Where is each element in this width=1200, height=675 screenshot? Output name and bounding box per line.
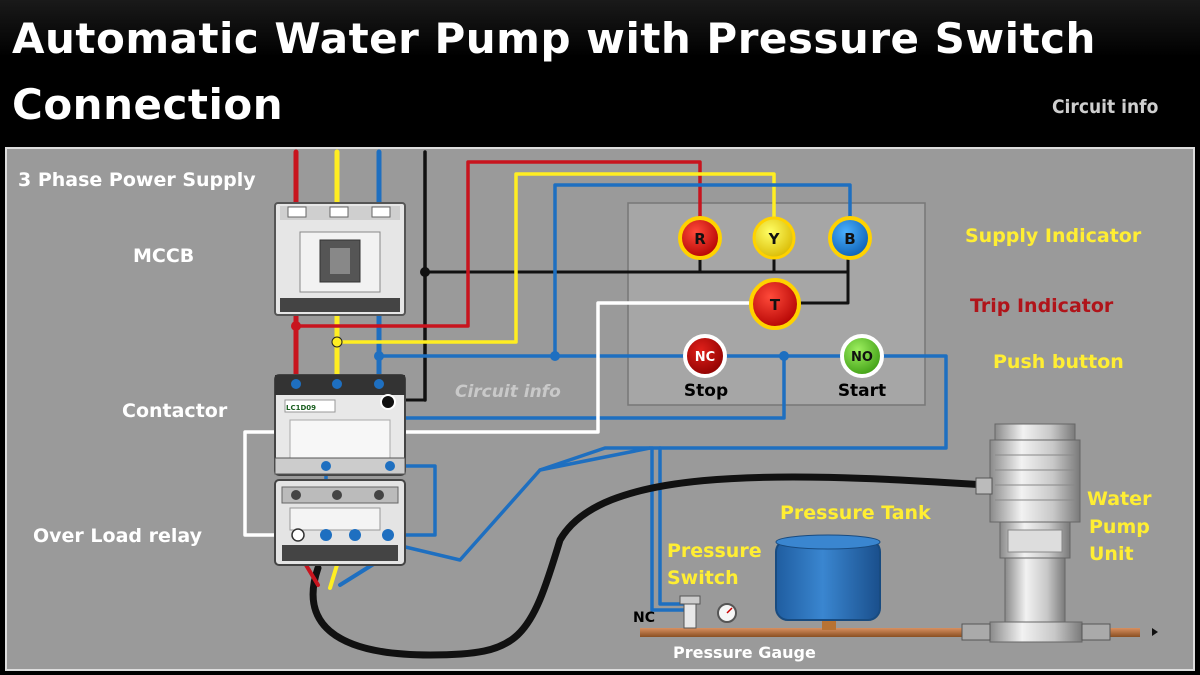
contactor: LC1D09	[274, 374, 406, 476]
flow-arrow-icon	[1152, 628, 1158, 636]
contactor-model: LC1D09	[286, 404, 316, 412]
watermark-top: Circuit info	[1052, 96, 1159, 118]
wiring-diagram: LC1D09 R Y B T	[0, 142, 1200, 675]
label-nc-terminal: NC	[633, 610, 655, 626]
start-button-no-label: NO	[851, 350, 873, 365]
junction-dot	[779, 351, 789, 361]
water-pipe	[640, 628, 1140, 637]
supply-indicators: R Y B	[678, 216, 872, 260]
coil-terminal	[380, 394, 396, 410]
label-water-pump-1: Water	[1087, 488, 1152, 510]
mccb-bottom-terminals	[280, 298, 400, 312]
start-output-wire	[538, 354, 948, 472]
pressure-tank	[775, 534, 881, 630]
ol-terminal	[349, 529, 361, 541]
label-supply-indicator: Supply Indicator	[965, 225, 1142, 247]
ps-wire-1	[650, 446, 692, 612]
junction-dots	[291, 267, 789, 361]
trip-neutral-wire	[798, 270, 850, 305]
contactor-window	[289, 419, 391, 461]
title-line-2: Connection	[12, 80, 284, 129]
pump-top-cap	[994, 423, 1076, 441]
pump-base	[989, 621, 1083, 643]
junction-dot	[331, 336, 343, 348]
label-power-supply: 3 Phase Power Supply	[18, 169, 256, 191]
junction-dot	[550, 351, 560, 361]
ol-to-ps-wire	[353, 446, 652, 562]
mccb	[274, 202, 406, 316]
start-button[interactable]: NO	[840, 334, 884, 378]
b-lamp-wire	[377, 183, 852, 358]
pressure-switch	[679, 595, 701, 629]
diagram-background	[5, 147, 1195, 671]
pump-terminal-box	[975, 477, 993, 495]
junction-dot	[420, 267, 430, 277]
label-push-button: Push button	[993, 351, 1124, 373]
label-overload-relay: Over Load relay	[33, 525, 203, 547]
label-mccb: MCCB	[133, 245, 194, 267]
wires	[243, 149, 989, 659]
indicator-y: Y	[752, 216, 796, 260]
label-pressure-gauge: Pressure Gauge	[673, 643, 816, 662]
label-trip-indicator: Trip Indicator	[970, 295, 1114, 317]
label-water-pump-3: Unit	[1089, 543, 1134, 565]
motor-cable	[309, 473, 989, 659]
stop-label: Stop	[684, 381, 728, 401]
labels: 3 Phase Power Supply MCCB Contactor Over…	[18, 169, 1152, 662]
junction-dot	[374, 351, 384, 361]
trip-indicator-wire	[243, 301, 752, 537]
stop-button[interactable]: NC	[683, 334, 727, 378]
r-lamp-wire	[294, 160, 702, 328]
indicator-r: R	[678, 216, 722, 260]
stop-button-nc-label: NC	[695, 350, 715, 365]
title-bar: Automatic Water Pump with Pressure Switc…	[0, 0, 1200, 142]
pressure-gauge	[717, 603, 737, 628]
y-lamp-wire	[335, 172, 776, 344]
label-pressure-tank: Pressure Tank	[780, 502, 931, 524]
indicator-r-label: R	[694, 230, 706, 248]
junction-dot	[291, 321, 301, 331]
indicator-b-label: B	[844, 230, 855, 248]
start-label: Start	[838, 381, 886, 401]
tank-body	[775, 539, 881, 621]
label-contactor: Contactor	[122, 400, 228, 422]
watermark-center: Circuit info	[455, 382, 561, 402]
indicator-t: T	[749, 278, 801, 330]
label-pressure-switch-1: Pressure	[667, 540, 762, 562]
ol-loop-wire	[386, 464, 437, 537]
ol-nc-terminal	[291, 528, 305, 542]
indicator-y-label: Y	[768, 230, 781, 248]
label-water-pump-2: Pump	[1089, 516, 1150, 538]
indicator-t-label: T	[770, 296, 781, 314]
neutral-drops	[698, 256, 776, 274]
label-pressure-switch-2: Switch	[667, 567, 739, 589]
pipe	[640, 628, 1158, 637]
pump-stages	[1004, 557, 1066, 629]
indicator-b: B	[828, 216, 872, 260]
overload-relay	[274, 479, 406, 566]
ol-terminal	[320, 529, 332, 541]
motor-out-yellow	[328, 563, 339, 590]
pump-motor	[989, 439, 1081, 523]
water-pump	[961, 423, 1111, 643]
ol-terminal	[382, 529, 394, 541]
title-line-1: Automatic Water Pump with Pressure Switc…	[12, 14, 1096, 63]
